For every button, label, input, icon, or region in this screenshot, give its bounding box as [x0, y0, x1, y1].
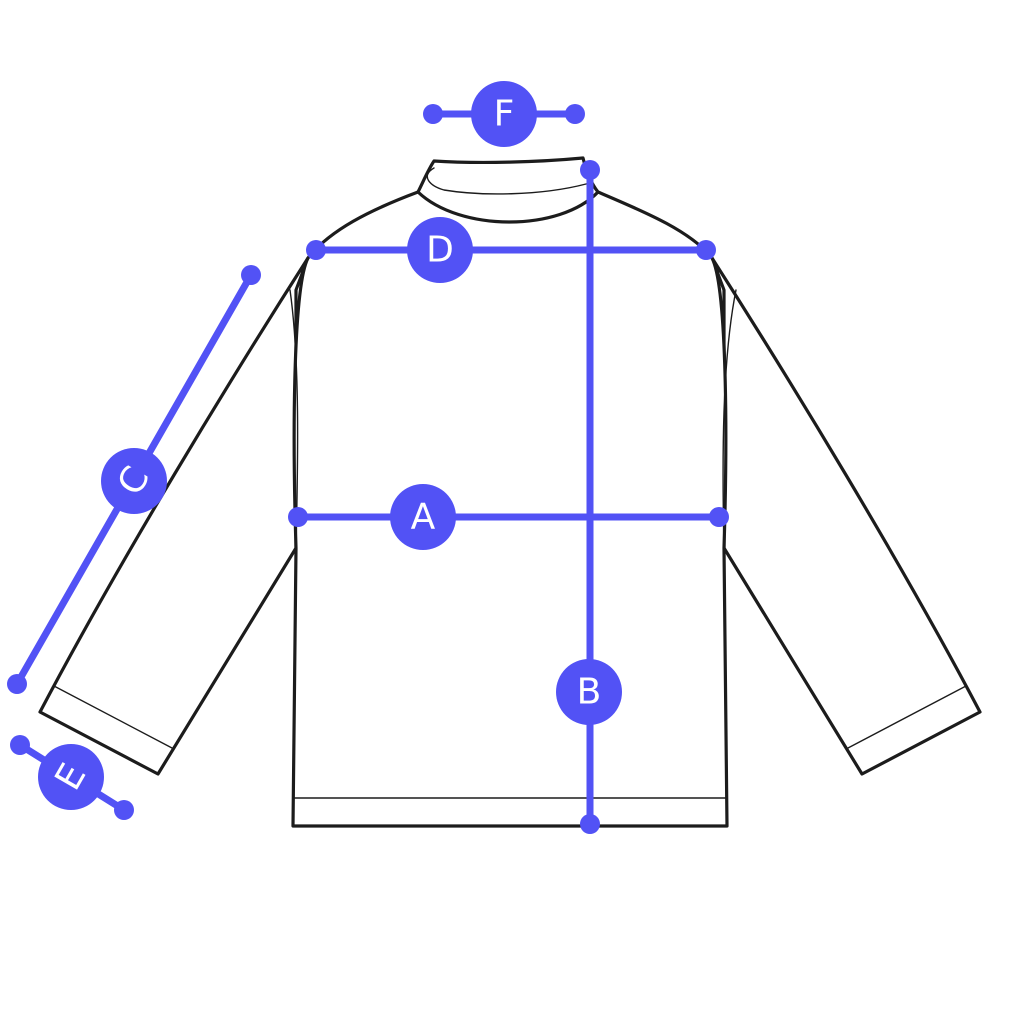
measurement-a-badge: [390, 484, 456, 550]
left-cuff-seam: [53, 685, 173, 749]
measurement-a-label: A: [411, 497, 436, 538]
measurement-c-badge: [101, 448, 167, 514]
measurement-f-endpoint: [423, 104, 443, 124]
measurement-c-endpoint: [241, 265, 261, 285]
measurement-e-endpoint: [114, 800, 134, 820]
collar: [416, 156, 600, 224]
measurement-f-badge: [471, 81, 537, 147]
measurement-f: F: [423, 81, 585, 147]
measurement-e-endpoint: [10, 735, 30, 755]
measurement-c-endpoint: [7, 674, 27, 694]
measurement-b-endpoint: [580, 160, 600, 180]
collar-seam: [426, 167, 587, 195]
measurement-b-badge: [556, 659, 622, 725]
measurement-e: E: [10, 735, 134, 820]
measurement-f-label: F: [494, 94, 515, 135]
right-sleeve: [710, 256, 982, 776]
sweater-body: [291, 190, 729, 828]
measurement-d: D: [306, 217, 716, 283]
right-cuff-seam: [847, 685, 967, 749]
measurement-d-badge: [407, 217, 473, 283]
measurement-b-endpoint: [580, 814, 600, 834]
measurement-d-endpoint: [696, 240, 716, 260]
measurement-a-endpoint: [709, 507, 729, 527]
measurement-d-label: D: [426, 230, 454, 271]
sweater-outline: [38, 156, 982, 828]
measurement-c: C: [7, 265, 261, 694]
measurement-a: A: [288, 484, 729, 550]
left-sleeve: [38, 256, 310, 776]
measurement-b-label: B: [577, 672, 602, 713]
measurement-d-endpoint: [306, 240, 326, 260]
measurement-b: B: [556, 160, 622, 834]
measurement-e-badge: [38, 744, 104, 810]
measurement-f-endpoint: [565, 104, 585, 124]
measurement-a-endpoint: [288, 507, 308, 527]
